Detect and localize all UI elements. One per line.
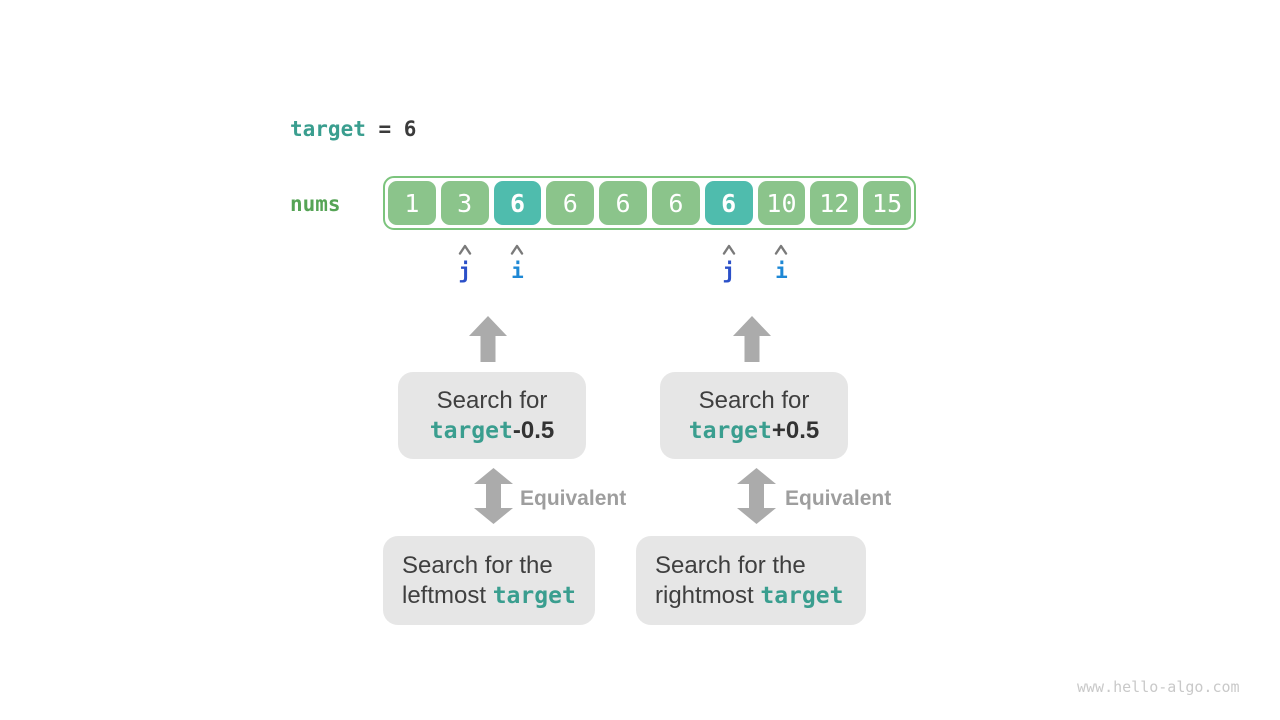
box-line-code: target+0.5 [689, 416, 819, 446]
target-keyword: target [290, 117, 366, 141]
offset-suffix: +0.5 [771, 416, 820, 444]
array-cell: 10 [757, 181, 806, 225]
target-code: target [492, 582, 576, 609]
target-code: target [688, 417, 772, 444]
double-arrow-right-icon [737, 468, 776, 524]
target-code: target [429, 417, 513, 444]
double-arrow-left-icon [474, 468, 513, 524]
up-arrow-right-icon [733, 316, 771, 362]
pointer-j: j [709, 244, 749, 282]
array-cell: 15 [863, 181, 911, 225]
up-arrow-left-icon [469, 316, 507, 362]
search-target-minus-box: Search for target-0.5 [398, 372, 586, 459]
equivalent-label-right: Equivalent [785, 487, 892, 510]
array-cell: 12 [810, 181, 859, 225]
pointer-i: i [497, 244, 537, 282]
box-line-code: leftmost target [402, 581, 587, 611]
array-cell: 6 [651, 181, 700, 225]
target-value: = 6 [365, 117, 417, 141]
pointer-i: i [761, 244, 801, 282]
array-cell: 6 [546, 181, 595, 225]
pointer-j: j [445, 244, 485, 282]
box-line-text: Search for the [402, 551, 553, 579]
array-cell: 6 [599, 181, 647, 225]
box-line-code: rightmost target [655, 581, 858, 611]
pointer-letter: i [775, 259, 788, 283]
search-leftmost-box: Search for the leftmost target [383, 536, 595, 625]
offset-suffix: -0.5 [512, 416, 555, 444]
search-target-plus-box: Search for target+0.5 [660, 372, 848, 459]
pointer-letter: i [511, 259, 524, 283]
pointer-letter: j [458, 259, 472, 283]
position-word: leftmost [402, 581, 493, 609]
box-line-text: Search for the [655, 551, 806, 579]
array-cell: 3 [440, 181, 489, 225]
box-line-text: Search for [436, 386, 548, 414]
array-cell: 6 [493, 181, 542, 225]
caret-up-icon [722, 244, 735, 255]
nums-label: nums [290, 192, 341, 216]
array-cell: 1 [388, 181, 436, 225]
caret-up-icon [458, 244, 471, 255]
box-line-code: target-0.5 [430, 416, 554, 446]
watermark: www.hello-algo.com [1077, 678, 1240, 696]
array-cell: 6 [704, 181, 753, 225]
caret-up-icon [775, 244, 788, 255]
pointer-letter: j [722, 259, 735, 283]
target-code: target [760, 582, 844, 609]
equivalent-label-left: Equivalent [520, 487, 627, 510]
position-word: rightmost [655, 581, 761, 609]
box-line-text: Search for [698, 386, 810, 414]
target-assignment: target = 6 [290, 116, 416, 142]
caret-up-icon [511, 244, 524, 255]
search-rightmost-box: Search for the rightmost target [636, 536, 866, 625]
